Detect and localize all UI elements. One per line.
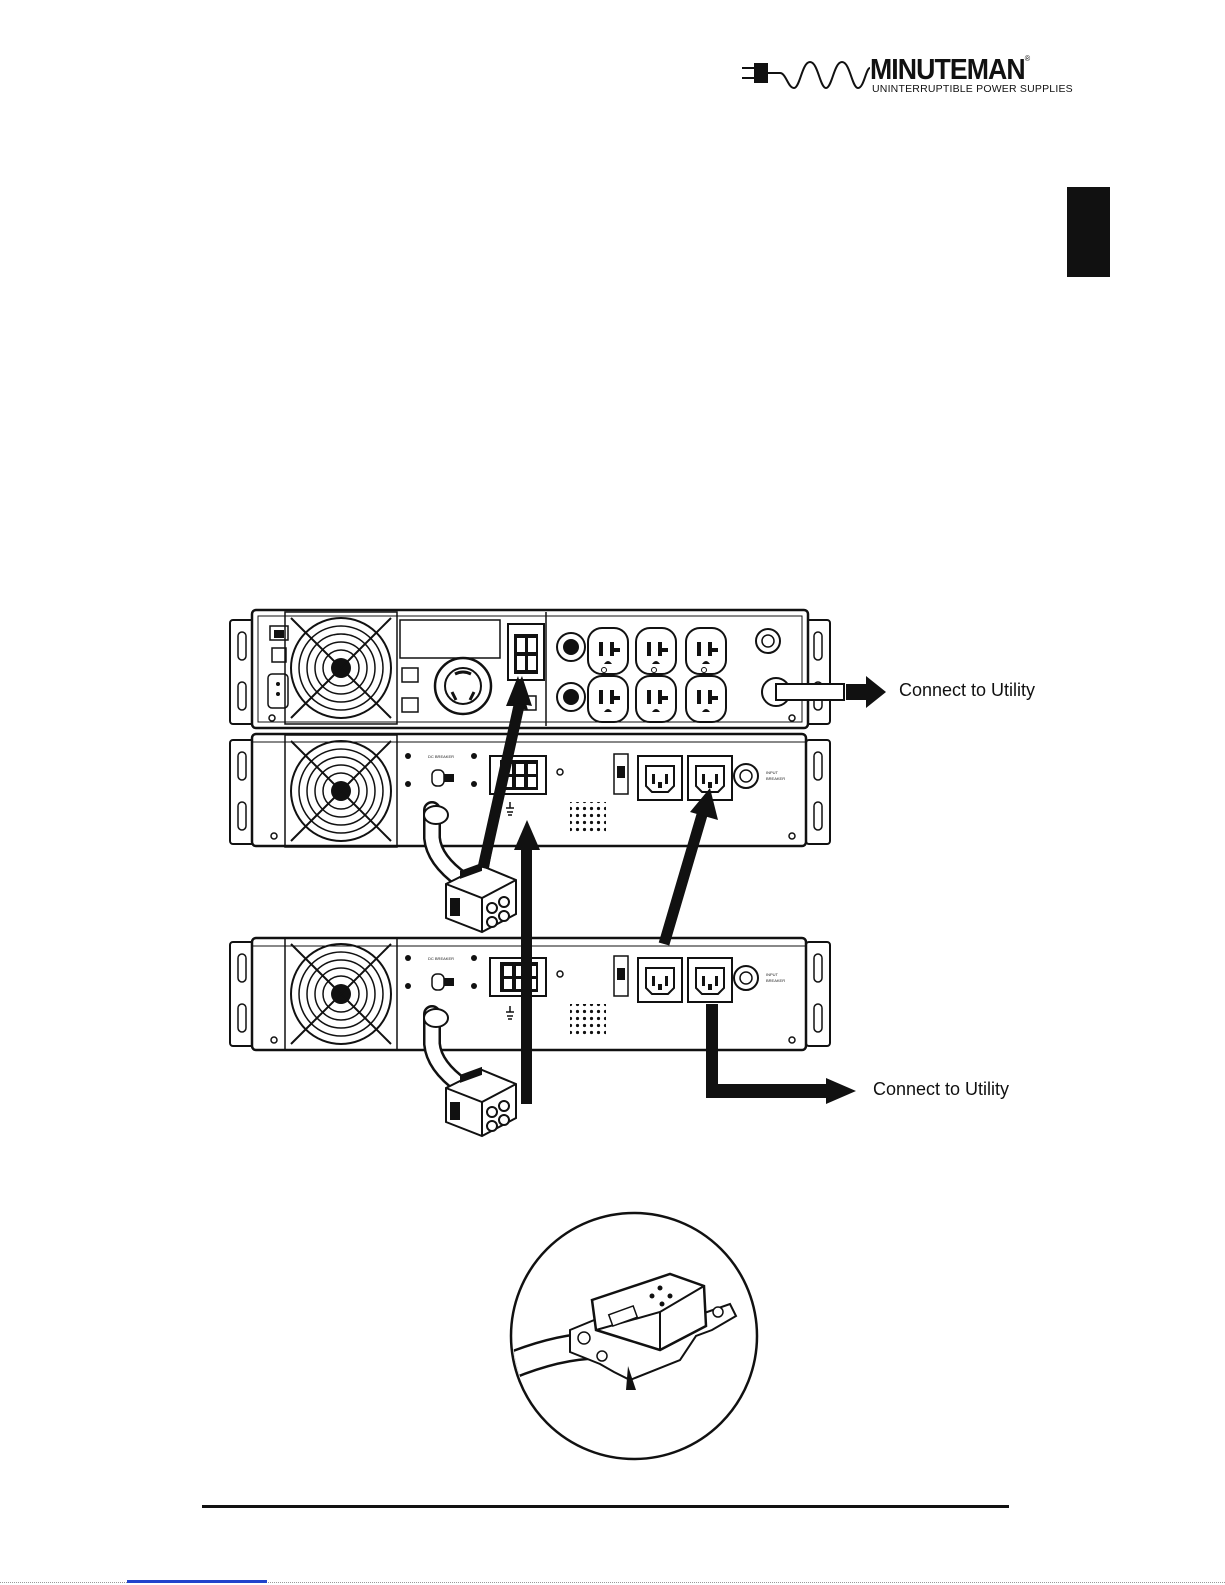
arrow-to-utility-top <box>846 676 886 708</box>
svg-text:INPUT: INPUT <box>766 770 779 775</box>
svg-text:DC BREAKER: DC BREAKER <box>428 956 454 961</box>
page-edge-marker <box>127 1580 267 1583</box>
connect-to-utility-label-bottom: Connect to Utility <box>873 1079 1009 1100</box>
svg-text:INPUT: INPUT <box>766 972 779 977</box>
ups-unit <box>230 610 844 728</box>
svg-text:DC BREAKER: DC BREAKER <box>428 754 454 759</box>
svg-text:BREAKER: BREAKER <box>766 978 785 983</box>
connect-to-utility-label-top: Connect to Utility <box>899 680 1035 701</box>
outlet-icon <box>588 628 726 722</box>
footer-rule <box>202 1505 1009 1508</box>
connector-detail-inset <box>500 1213 757 1459</box>
svg-text:BREAKER: BREAKER <box>766 776 785 781</box>
